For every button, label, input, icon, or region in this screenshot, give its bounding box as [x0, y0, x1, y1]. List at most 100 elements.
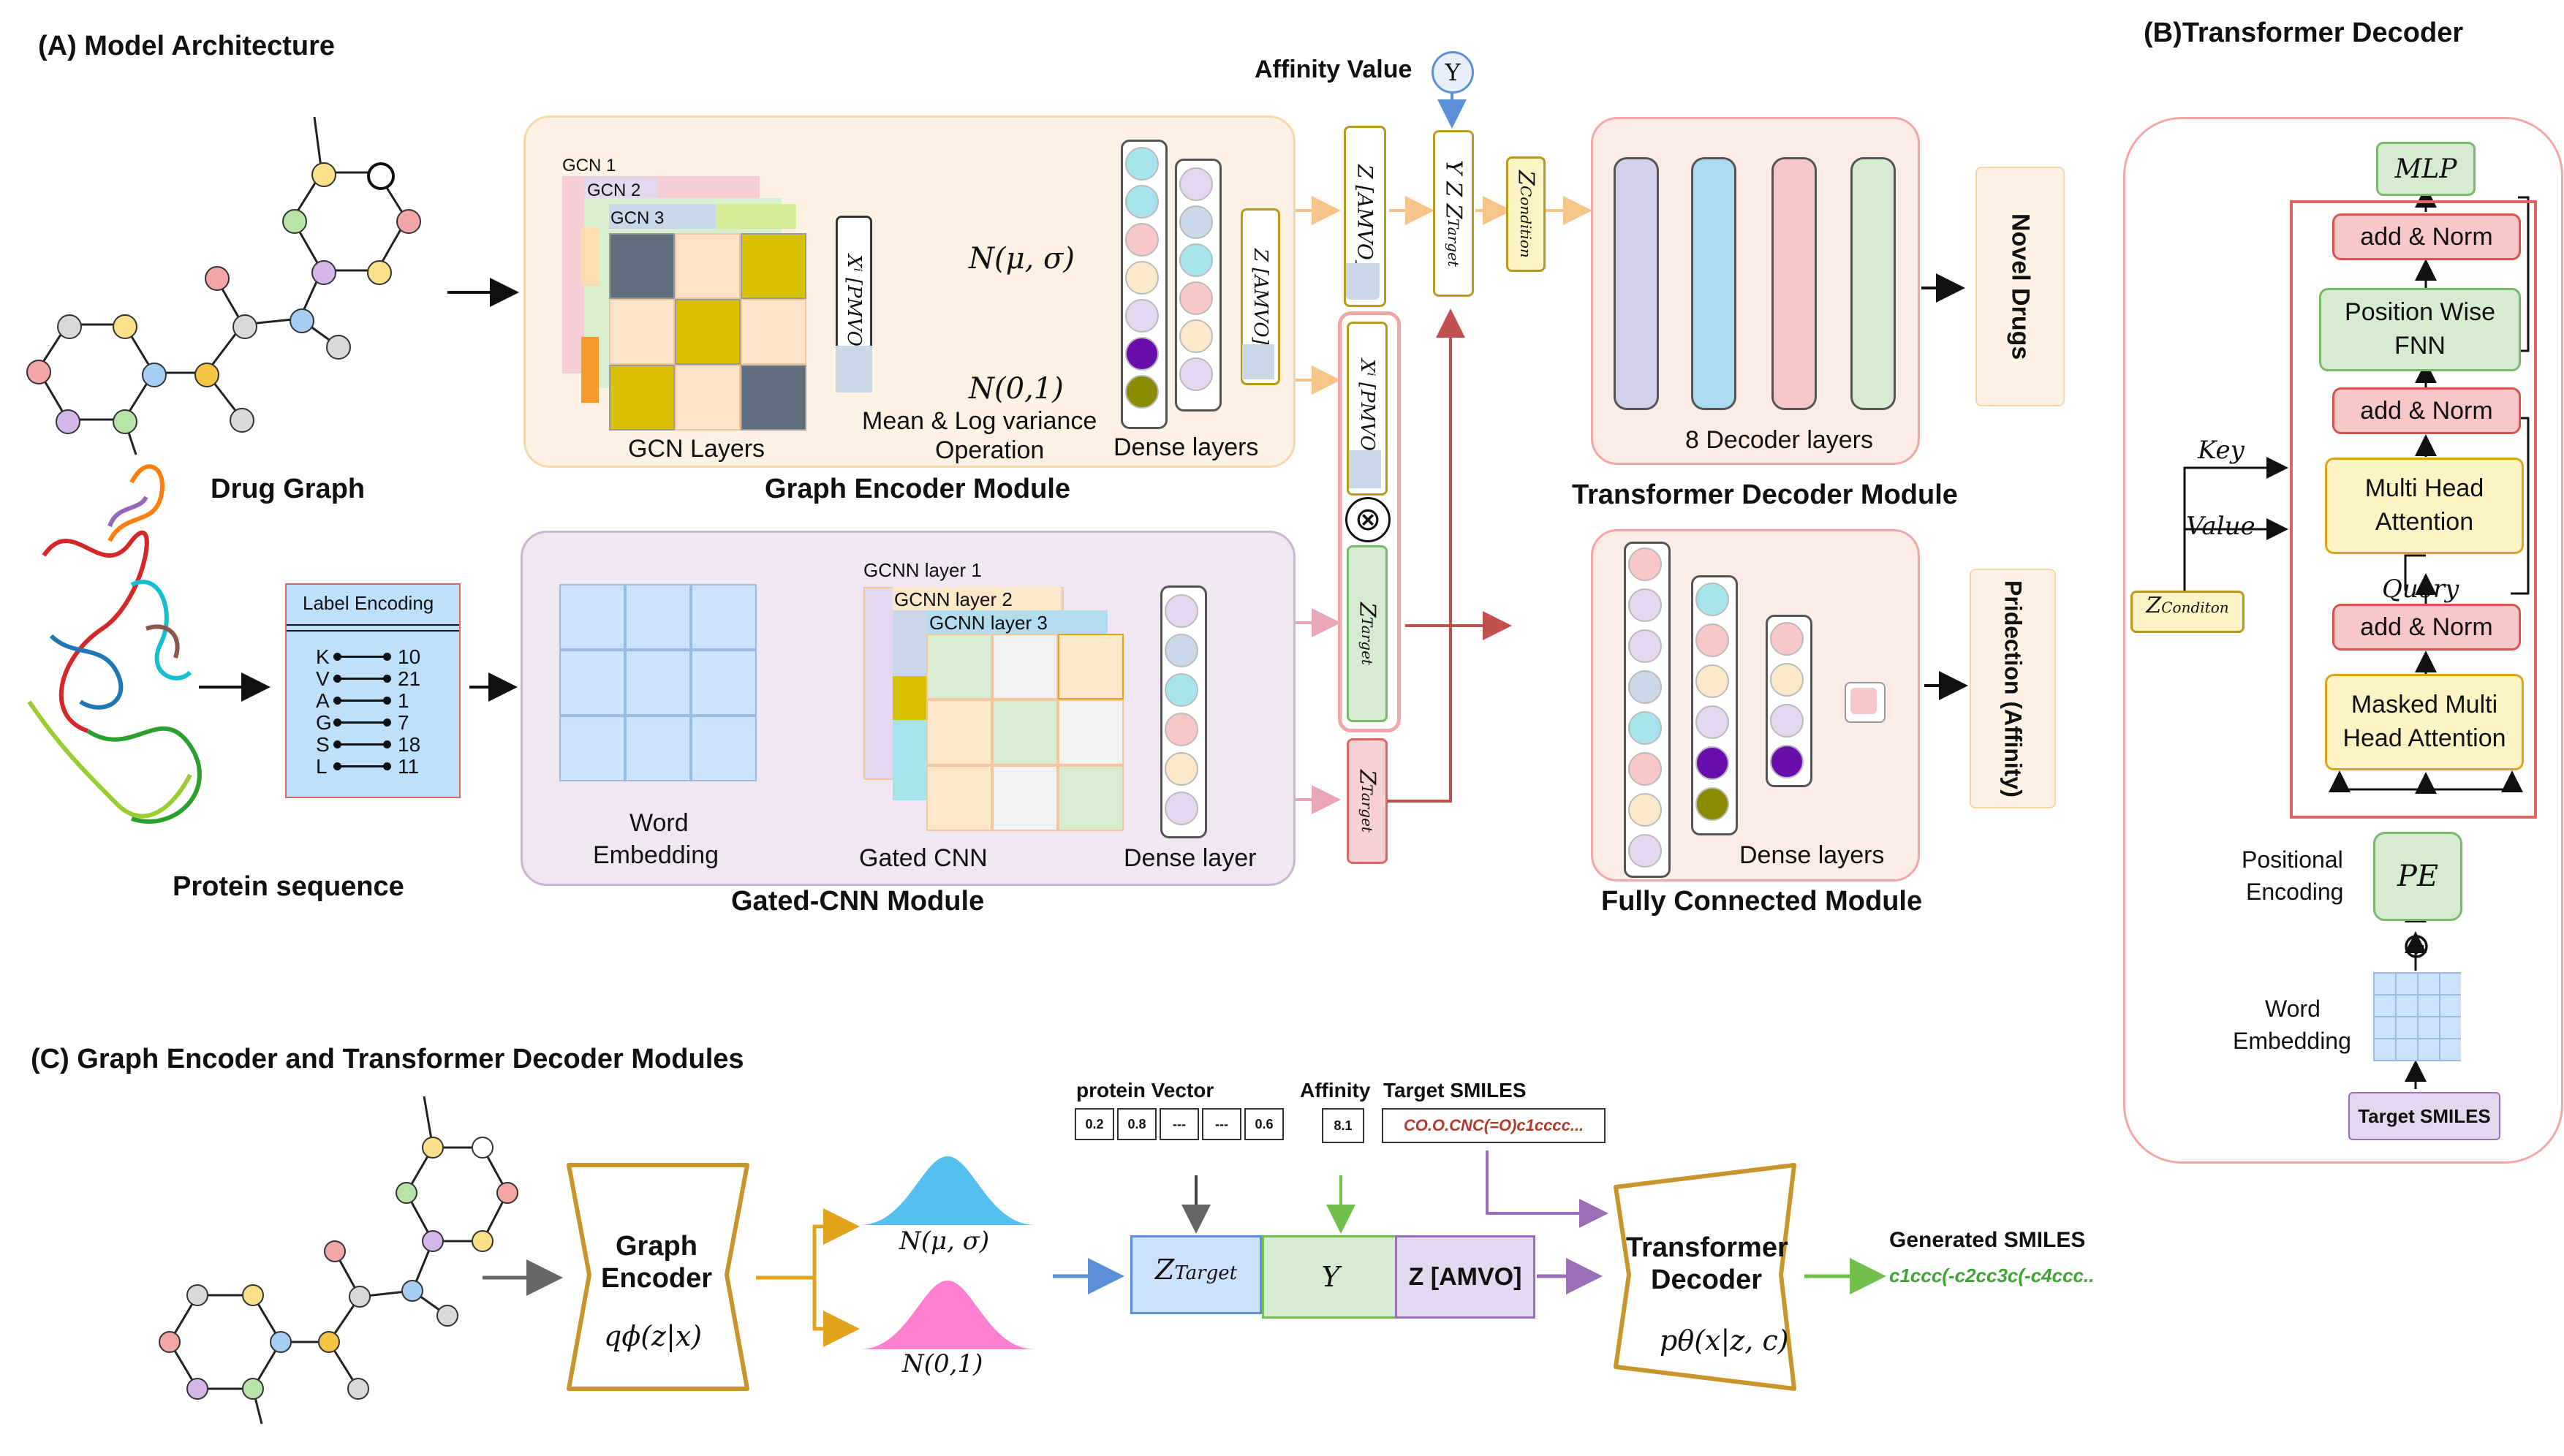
graph-encoder-shape [567, 1163, 749, 1391]
neuron [1179, 281, 1213, 315]
otimes-icon: ⊗ [1345, 497, 1391, 542]
neuron [1695, 787, 1729, 821]
key-label: Key [2198, 436, 2245, 465]
graph-node [422, 1230, 444, 1252]
label-encoding-title: Label Encoding [303, 592, 434, 614]
c-y-text: Y [1321, 1261, 1340, 1293]
encoding-letter: G [316, 711, 332, 734]
xi-pmvo-text: Xⁱ [PMVO] [843, 254, 865, 354]
graph-node [472, 1230, 493, 1252]
neuron [1179, 205, 1213, 239]
fc-dense-label: Dense layers [1739, 841, 1885, 869]
node-n18 [396, 209, 421, 234]
graph-node [159, 1331, 181, 1353]
node-n2 [26, 360, 51, 384]
mmha-line2: Head Attention [2342, 724, 2506, 752]
neuron [1165, 673, 1198, 707]
neuron [1165, 752, 1198, 786]
decoder-layer-4 [1850, 157, 1896, 410]
gcn3-matrix [609, 233, 806, 431]
gcn-layers-label: GCN Layers [628, 435, 765, 463]
zcond-sub: Conditon [2161, 599, 2229, 616]
z-amvo-text: Z [AMVO] [1249, 249, 1271, 345]
graph-node [242, 1378, 264, 1400]
query-label: Query [2382, 575, 2459, 604]
decoder-layer-2 [1691, 157, 1736, 410]
position-wise-fnn-box: Position Wise FNN [2319, 288, 2521, 371]
gated-cnn-title: Gated-CNN Module [731, 886, 985, 917]
neuron [1628, 834, 1662, 868]
zcondition-text: Z [1513, 170, 1539, 186]
node-n9 [205, 266, 230, 291]
ztarget-sub-text: Target [1445, 219, 1462, 268]
node-n6 [113, 314, 137, 339]
zcondition-sub-text: Condition [1517, 186, 1535, 258]
mmha-line1: Masked Multi [2351, 691, 2498, 719]
node-n10 [232, 314, 257, 339]
neuron [1179, 167, 1213, 201]
encoding-letter: L [316, 755, 328, 778]
encoding-number: 7 [398, 711, 409, 734]
gcnn-dense-label: Dense layer [1124, 844, 1257, 872]
neuron [1695, 664, 1729, 698]
node-n11 [290, 308, 314, 333]
protein-vector-label: protein Vector [1076, 1079, 1214, 1102]
mid-z-amvo-text: Z [AMVO] [1353, 164, 1377, 268]
node-n13 [326, 335, 351, 360]
affinity-label-c: Affinity [1300, 1079, 1371, 1102]
protein-vector-cell: 0.8 [1117, 1108, 1157, 1140]
graph-node [186, 1284, 208, 1306]
panel-b-title: (B)Transformer Decoder [2144, 18, 2464, 48]
pe-box: PE [2373, 832, 2462, 921]
transformer-decoder-panel [2123, 117, 2563, 1164]
neuron [1165, 594, 1198, 628]
pos-enc-label-1: Positional [2242, 846, 2343, 873]
neuron [1125, 337, 1159, 371]
affinity-value-label: Affinity Value [1255, 56, 1413, 83]
neuron [1695, 705, 1729, 739]
neuron [1770, 663, 1804, 697]
neuron [1628, 629, 1662, 663]
c-ztarget-text: Z [1154, 1254, 1175, 1286]
fully-connected-title: Fully Connected Module [1601, 886, 1923, 917]
y-z-ztarget-text: Y Z Z [1440, 159, 1467, 219]
neuron [1628, 793, 1662, 827]
encoding-letter: K [316, 645, 330, 668]
generated-smiles-label: Generated SMILES [1889, 1228, 2086, 1252]
graph-node [396, 1182, 417, 1204]
graph-node [186, 1378, 208, 1400]
ztarget-box-2: Z Target [1347, 738, 1388, 864]
node-n15 [311, 162, 336, 187]
node-n17 [367, 162, 395, 190]
transformer-decoder-label-2: Decoder [1651, 1264, 1763, 1295]
graph-node [270, 1331, 292, 1353]
pos-enc-label-2: Encoding [2246, 879, 2344, 905]
affinity-value-cell: 8.1 [1322, 1108, 1364, 1143]
mlp-box: MLP [2376, 142, 2476, 196]
neuron [1628, 670, 1662, 704]
panel-c-title: (C) Graph Encoder and Transformer Decode… [31, 1044, 744, 1074]
graph-node [422, 1137, 444, 1159]
protein-vector-cell: --- [1160, 1108, 1199, 1140]
ffn-line1: Position Wise [2345, 298, 2495, 327]
novel-drugs-box: Novel Drugs [1975, 167, 2065, 406]
target-smiles-label-c: Target SMILES [1383, 1079, 1527, 1102]
graph-node [349, 1286, 371, 1308]
neuron [1125, 261, 1159, 295]
transformer-decoder-label-1: Transformer [1626, 1232, 1788, 1263]
transformer-decoder-shape [1614, 1163, 1796, 1391]
ffn-line2: FNN [2394, 332, 2446, 360]
neuron [1125, 375, 1159, 409]
neuron [1770, 704, 1804, 738]
graph-node [401, 1280, 423, 1302]
graph-node [324, 1240, 346, 1262]
dist-top-label: N(μ, σ) [969, 242, 1075, 276]
add-norm-bottom: add & Norm [2332, 604, 2521, 651]
zamvo-block: Z [AMVO] [1395, 1235, 1535, 1319]
neuron [1628, 588, 1662, 622]
